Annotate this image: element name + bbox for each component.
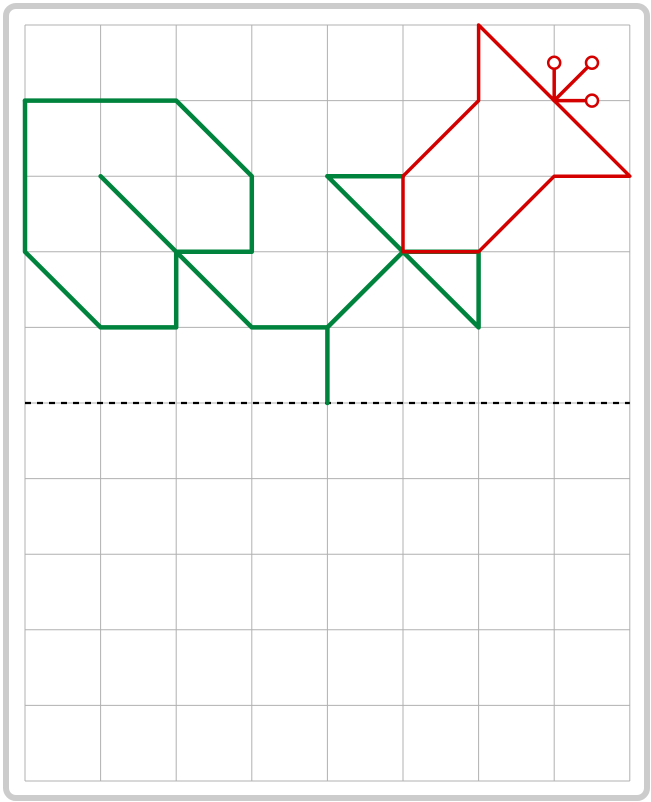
red-figure — [403, 25, 630, 252]
red-stamen-circle — [548, 57, 560, 69]
red-stamen-circle — [586, 57, 598, 69]
red-segment — [554, 63, 592, 101]
green-segment — [101, 176, 328, 403]
red-stamen-circle — [586, 95, 598, 107]
green-segment — [327, 252, 403, 328]
